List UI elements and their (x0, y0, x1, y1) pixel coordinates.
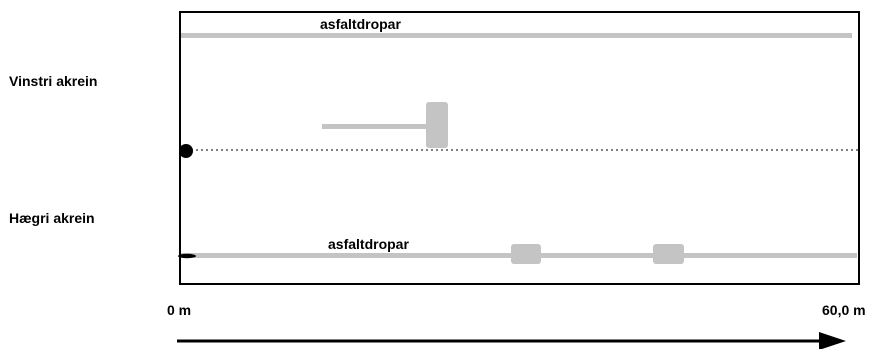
top-asphalt-line (181, 33, 852, 38)
bottom-asphalt-label: asfaltdropar (328, 236, 409, 252)
middle-asphalt-block (426, 102, 448, 148)
left-lane-label: Vinstri akrein (9, 73, 98, 89)
top-asphalt-label: asfaltdropar (320, 16, 401, 32)
bottom-asphalt-block-2 (653, 244, 684, 264)
middle-asphalt-line (322, 124, 432, 129)
bottom-asphalt-block-1 (511, 244, 541, 264)
scale-start-label: 0 m (167, 302, 192, 318)
road-frame (179, 11, 860, 285)
right-lane-label: Hægri akrein (9, 210, 95, 226)
distance-arrow-head (819, 332, 846, 349)
scale-end-label: 60,0 m (822, 302, 866, 318)
start-point-marker (179, 144, 193, 158)
bottom-start-marker (178, 253, 196, 259)
